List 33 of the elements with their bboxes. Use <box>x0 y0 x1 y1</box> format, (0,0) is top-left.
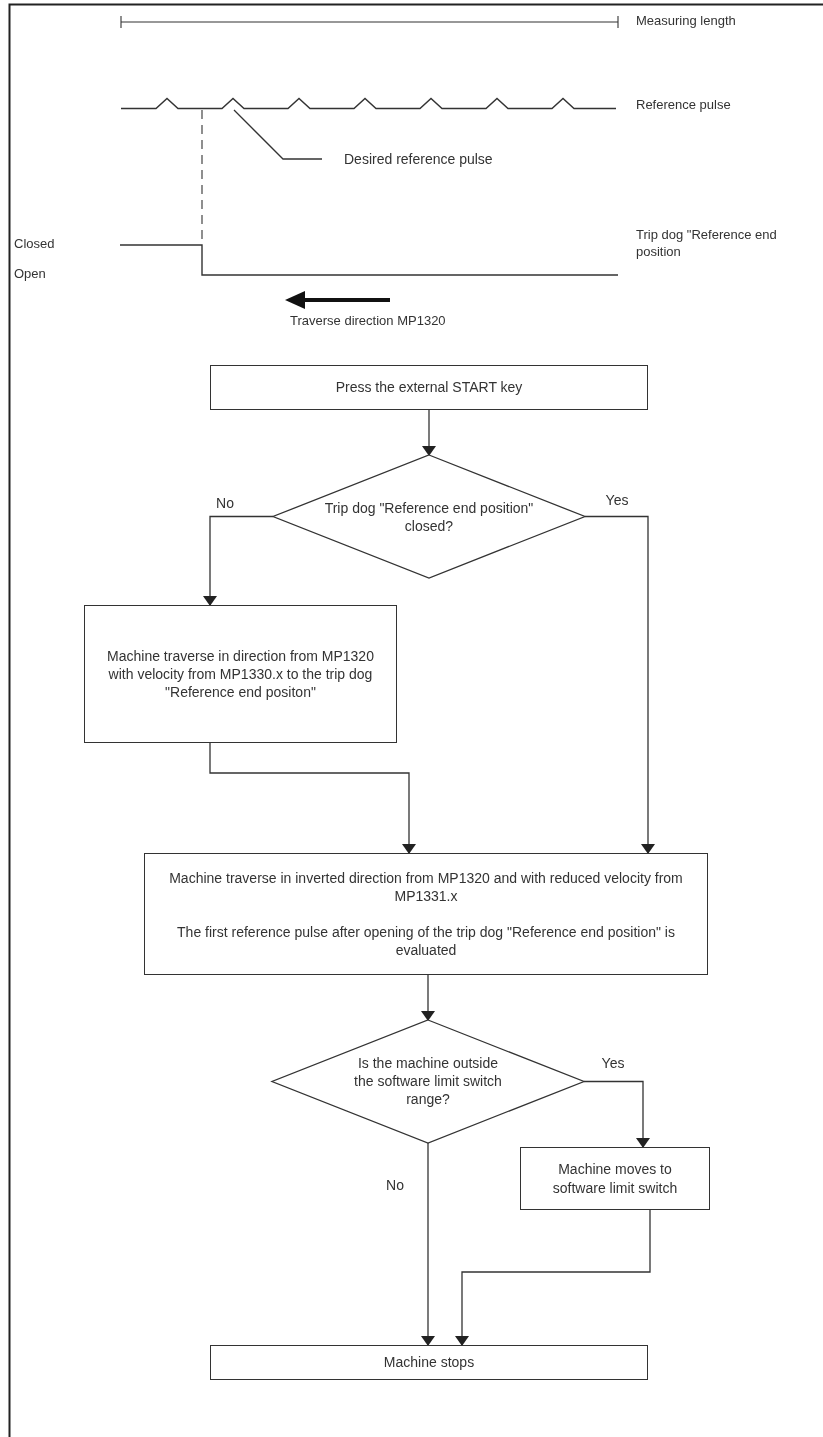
edge-label: No <box>386 1175 404 1195</box>
edge-label: Yes <box>601 1053 625 1073</box>
edge-label: Yes <box>605 490 629 510</box>
box-text: Machine traverse in inverted direction from MP1320 and with reduced velocity from MP1331.x <box>168 868 684 905</box>
arrow <box>421 974 435 1021</box>
leader-line <box>233 109 323 160</box>
state-label: Closed <box>14 236 55 253</box>
box-text: Press the external START key <box>335 378 523 397</box>
arrow <box>584 515 655 854</box>
state-label: Open <box>14 266 46 283</box>
box-text: Machine traverse in direction from MP1320 with velocity from MP1330.x to the trip dog "Reference end positon" <box>106 646 375 702</box>
process-box <box>144 853 708 975</box>
diamond-text: Is the machine outside the software limit switch range? <box>353 1054 503 1109</box>
process-box <box>210 1345 648 1380</box>
box-text: Machine stops <box>383 1353 475 1372</box>
callout-text: Desired reference pulse <box>322 149 542 169</box>
diamond-text: Trip dog "Reference end position" closed? <box>323 498 535 535</box>
process-box <box>84 605 397 743</box>
arrow <box>209 742 416 854</box>
signal-label: Reference pulse <box>636 97 731 114</box>
arrow <box>203 515 274 606</box>
box-text: Machine moves to software limit switch <box>551 1160 679 1197</box>
arrow <box>422 409 436 456</box>
box-text: The first reference pulse after opening of the trip dog "Reference end position" is evaluated <box>176 923 676 960</box>
arrow <box>455 1209 651 1346</box>
edge-label: No <box>216 493 234 513</box>
arrow <box>421 1142 435 1346</box>
process-box <box>520 1147 710 1210</box>
signal-label: Trip dog "Reference end position <box>636 227 778 261</box>
process-box <box>210 365 648 410</box>
dimension-label: Measuring length <box>636 13 736 30</box>
direction-label: Traverse direction MP1320 <box>290 313 446 330</box>
arrow <box>583 1080 650 1148</box>
